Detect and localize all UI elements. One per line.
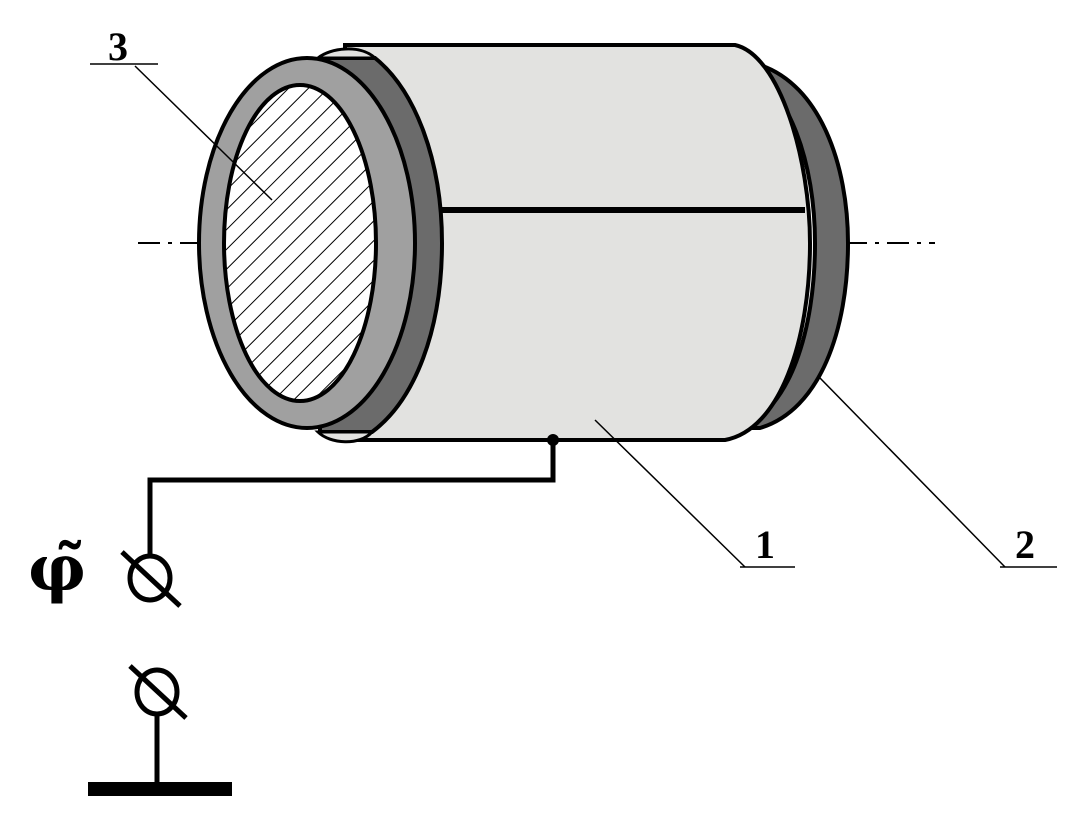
potential-symbol: φ̃ <box>28 531 86 606</box>
terminal-upper <box>120 550 182 608</box>
ground-bar <box>88 782 232 796</box>
hatched-end-face <box>222 83 378 403</box>
label-1: 1 <box>755 522 775 567</box>
band-top-sliver <box>313 47 379 60</box>
connection-wire <box>147 440 556 558</box>
cylinder-body <box>343 43 813 442</box>
leader-lines <box>90 63 1057 568</box>
label-2: 2 <box>1015 522 1035 567</box>
wire-contact-dot <box>547 434 559 446</box>
right-end-ring <box>739 63 851 430</box>
label-3: 3 <box>108 24 128 69</box>
band-bottom-sliver <box>314 430 376 444</box>
terminal-lower <box>128 664 188 788</box>
